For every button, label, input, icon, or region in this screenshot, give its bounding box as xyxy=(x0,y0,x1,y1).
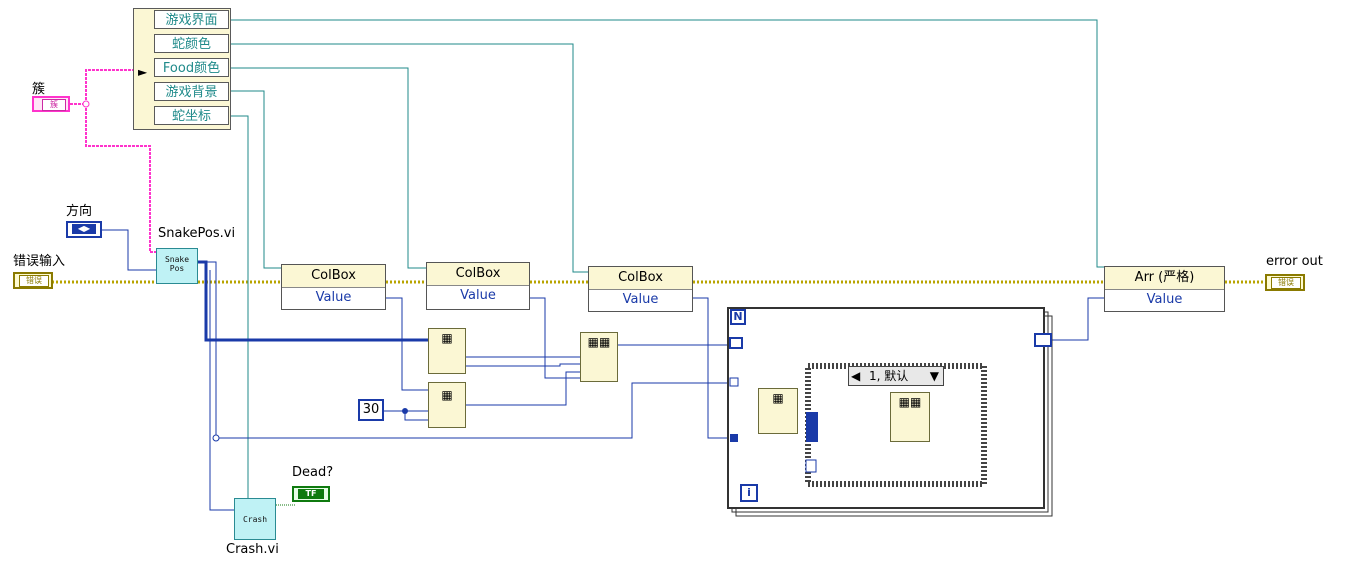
array-function-icon: ▦ xyxy=(441,331,453,345)
crash-subvi[interactable]: Crash xyxy=(234,498,276,540)
unbundle-row-food-color: Food颜色 xyxy=(154,58,229,77)
unbundle-row-snake-color: 蛇颜色 xyxy=(154,34,229,53)
error-in-label: 错误输入 xyxy=(13,254,66,269)
wire-junction xyxy=(402,408,408,414)
property-node-colbox-3[interactable]: ColBox Value xyxy=(588,266,693,312)
property-name: ColBox xyxy=(282,265,385,288)
error-cluster-icon: 错误 xyxy=(19,275,49,287)
constant-30[interactable]: 30 xyxy=(358,399,384,421)
replace-array-node[interactable]: ▦▦ xyxy=(580,332,618,382)
teal-wires xyxy=(230,19,1104,500)
decrement-arrow-icon[interactable]: ◀ xyxy=(851,369,861,383)
wire-junction xyxy=(212,434,220,442)
property-value: Value xyxy=(1146,292,1183,307)
error-out-label: error out xyxy=(1266,254,1323,269)
case-selector[interactable]: ◀ 1, 默认 ▼ xyxy=(848,366,944,386)
loop-count-terminal[interactable]: N xyxy=(730,309,746,325)
property-node-colbox-1[interactable]: ColBox Value xyxy=(281,264,386,310)
property-name: Arr (严格) xyxy=(1105,267,1224,290)
cluster-wire xyxy=(70,69,160,253)
error-cluster-icon: 错误 xyxy=(1271,277,1301,289)
loop-iteration-terminal: i xyxy=(740,484,758,502)
array-function-icon: ▦▦ xyxy=(587,335,611,349)
replace-subset-node[interactable]: ▦▦ xyxy=(890,392,930,442)
direction-label: 方向 xyxy=(66,204,93,219)
tunnel xyxy=(806,412,818,442)
shift-register-in[interactable] xyxy=(729,337,743,349)
case-selector-label: 1, 默认 xyxy=(869,369,909,383)
property-value: Value xyxy=(315,290,352,305)
error-in-control[interactable]: 错误 xyxy=(13,272,53,289)
unbundle-row-background: 游戏背景 xyxy=(154,82,229,101)
property-name: ColBox xyxy=(427,263,529,286)
wire-junction xyxy=(82,100,90,108)
dead-indicator[interactable]: TF xyxy=(292,486,330,502)
direction-control[interactable]: ◀▶ xyxy=(66,221,102,238)
enum-icon: ◀▶ xyxy=(72,224,96,234)
property-value: Value xyxy=(460,288,496,303)
dead-label: Dead? xyxy=(292,465,334,480)
cluster-icon: 簇 xyxy=(42,99,66,111)
snakepos-subvi[interactable]: Snake Pos xyxy=(156,248,198,284)
build-array-node[interactable]: ▦ xyxy=(428,382,466,428)
cluster-label: 簇 xyxy=(32,82,46,97)
tunnel xyxy=(730,434,738,442)
property-value: Value xyxy=(622,292,659,307)
case-selector-terminal xyxy=(805,459,817,473)
array-function-icon: ▦ xyxy=(441,388,453,402)
array-function-icon: ▦ xyxy=(772,391,784,405)
array-subset-node[interactable]: ▦ xyxy=(428,328,466,374)
unbundle-arrow-icon: ► xyxy=(138,65,148,79)
property-name: ColBox xyxy=(589,267,692,290)
crash-vi-label: Crash.vi xyxy=(226,542,279,557)
cluster-control[interactable]: 簇 xyxy=(32,96,70,112)
shift-register-out[interactable] xyxy=(1034,333,1052,347)
error-out-indicator[interactable]: 错误 xyxy=(1265,274,1305,291)
dropdown-arrow-icon[interactable]: ▼ xyxy=(929,369,939,383)
array-function-icon: ▦▦ xyxy=(898,395,922,409)
unbundle-row-game-ui: 游戏界面 xyxy=(154,10,229,29)
tunnel xyxy=(729,377,739,387)
property-node-arr[interactable]: Arr (严格) Value xyxy=(1104,266,1225,312)
unbundle-row-snake-coords: 蛇坐标 xyxy=(154,106,229,125)
property-node-colbox-2[interactable]: ColBox Value xyxy=(426,262,530,310)
index-array-node[interactable]: ▦ xyxy=(758,388,798,434)
snakepos-vi-label: SnakePos.vi xyxy=(158,226,236,241)
bool-icon: TF xyxy=(298,489,324,499)
